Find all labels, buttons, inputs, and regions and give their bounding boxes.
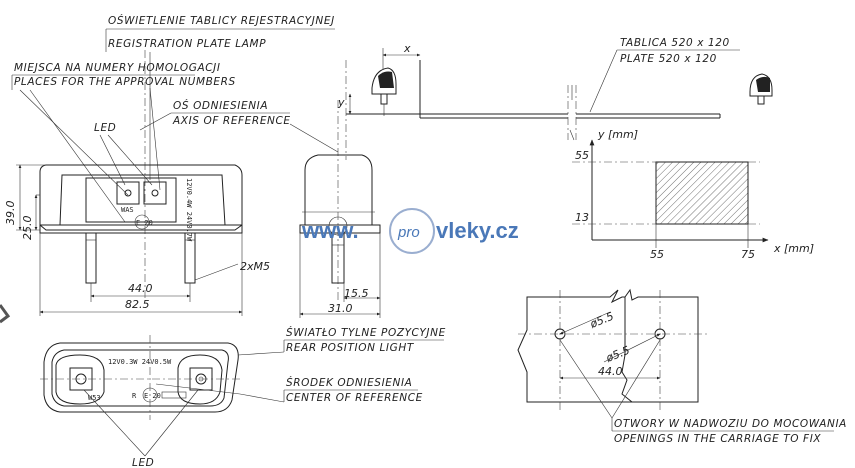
dim-hole-2: ø5.5	[603, 344, 631, 366]
graph-y-label: y [mm]	[597, 128, 638, 141]
axis-y-label: y	[337, 96, 345, 109]
label-lighting-pl: OŚWIETLENIE TABLICY REJESTRACYJNEJ	[108, 14, 335, 27]
label-axis-pl: OŚ ODNIESIENIA	[173, 99, 268, 112]
watermark-left: www.	[301, 218, 359, 243]
marking-r: R	[132, 392, 137, 400]
watermark: www. pro vleky.cz	[301, 208, 519, 254]
graph-x-tick-75: 75	[741, 248, 755, 261]
label-homologation: MIEJSCA NA NUMERY HOMOLOGACJI PLACES FOR…	[11, 62, 236, 90]
label-homolog-en: PLACES FOR THE APPROVAL NUMBERS	[14, 76, 236, 88]
mount-position-diagram: x y TABLICA 520 x 120 PLATE 520 x 120	[337, 37, 773, 160]
label-openings: OTWORY W NADWOZIU DO MOCOWANIA OPENINGS …	[611, 418, 847, 445]
dim-hole-spacing: 44.0	[598, 365, 623, 378]
marking-w53: W53	[88, 394, 101, 402]
graph-y-tick-55: 55	[575, 149, 589, 162]
dim-side-pin: 15.5	[344, 287, 369, 300]
label-lighting-en: REGISTRATION PLATE LAMP	[108, 38, 266, 50]
label-rear-position: ŚWIATŁO TYLNE POZYCYJNE REAR POSITION LI…	[237, 326, 446, 356]
dim-height-total: 39.0	[4, 201, 17, 226]
label-lighting: OŚWIETLENIE TABLICY REJESTRACYJNEJ REGIS…	[105, 14, 335, 52]
label-rear-en: REAR POSITION LIGHT	[286, 342, 415, 354]
label-plate-pl: TABLICA 520 x 120	[620, 37, 730, 49]
label-rear-pl: ŚWIATŁO TYLNE POZYCYJNE	[286, 326, 446, 339]
marking-was: WAS	[121, 206, 134, 214]
label-center-reference: ŚRODEK ODNIESIENIA CENTER OF REFERENCE	[155, 376, 423, 404]
label-openings-en: OPENINGS IN THE CARRIAGE TO FIX	[614, 433, 821, 445]
mounting-holes-drawing: ø5.5 ø5.5 44.0	[517, 288, 710, 419]
watermark-right: vleky.cz	[436, 218, 519, 243]
label-homolog-pl: MIEJSCA NA NUMERY HOMOLOGACJI	[14, 62, 221, 74]
dim-hole-1: ø5.5	[587, 310, 615, 332]
axis-x-label: x	[403, 42, 411, 55]
marking-front-rating: 12V0.3W 24V0.5W	[108, 358, 172, 366]
marking-e20-top: E 20	[136, 219, 153, 227]
lamp-front-view: WAS E 20 12V0.4W 24V0.7W 39.0 25.0 44.0 …	[4, 50, 270, 316]
zone-graph: y [mm] x [mm] 55 13 55 75	[572, 128, 814, 261]
label-center-en: CENTER OF REFERENCE	[286, 392, 423, 404]
lamp-side-view: 15.5 31.0	[299, 100, 381, 318]
label-openings-pl: OTWORY W NADWOZIU DO MOCOWANIA	[614, 418, 847, 430]
lamp-rear-view: 12V0.3W 24V0.5W W53 R E 20	[0, 304, 240, 420]
dim-width-total: 82.5	[125, 298, 150, 311]
dim-thread: 2xM5	[240, 260, 270, 273]
label-led-top: LED	[94, 122, 116, 134]
label-axis-en: AXIS OF REFERENCE	[172, 115, 291, 127]
dim-width-pins: 44.0	[128, 282, 153, 295]
label-led-bottom: LED	[132, 457, 154, 468]
dim-side-width: 31.0	[328, 302, 353, 315]
dim-height-body: 25.0	[21, 216, 34, 241]
label-center-pl: ŚRODEK ODNIESIENIA	[286, 376, 412, 389]
label-axis-reference: OŚ ODNIESIENIA AXIS OF REFERENCE	[139, 99, 339, 153]
graph-x-tick-55: 55	[650, 248, 664, 261]
graph-x-label: x [mm]	[773, 242, 814, 255]
graph-y-tick-13: 13	[575, 211, 589, 224]
label-plate-en: PLATE 520 x 120	[620, 53, 717, 65]
watermark-pro: pro	[397, 224, 420, 241]
marking-side-rating: 12V0.4W 24V0.7W	[185, 178, 193, 242]
marking-e20-bottom: E 20	[144, 392, 161, 400]
